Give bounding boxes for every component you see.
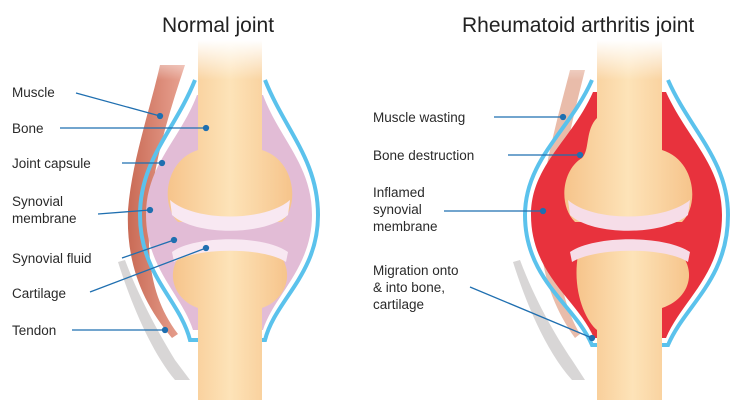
label-bone: Bone [12,120,44,137]
label-inflamed-synovial-membrane: Inflamed synovial membrane [373,184,438,235]
leader-muscle-wasting [494,115,566,120]
title-ra-joint: Rheumatoid arthritis joint [462,14,694,38]
label-bone-destruction: Bone destruction [373,147,474,164]
label-muscle-wasting: Muscle wasting [373,109,465,126]
title-normal-joint: Normal joint [162,14,274,38]
ra-joint [513,40,740,400]
leader-inflamed-membrane [444,209,546,214]
label-synovial-fluid: Synovial fluid [12,250,92,267]
label-cartilage: Cartilage [12,285,66,302]
label-tendon: Tendon [12,322,56,339]
normal-joint [118,40,340,400]
label-joint-capsule: Joint capsule [12,155,91,172]
label-muscle: Muscle [12,84,55,101]
label-synovial-membrane: Synovial membrane [12,193,77,227]
label-migration: Migration onto & into bone, cartilage [373,262,459,313]
